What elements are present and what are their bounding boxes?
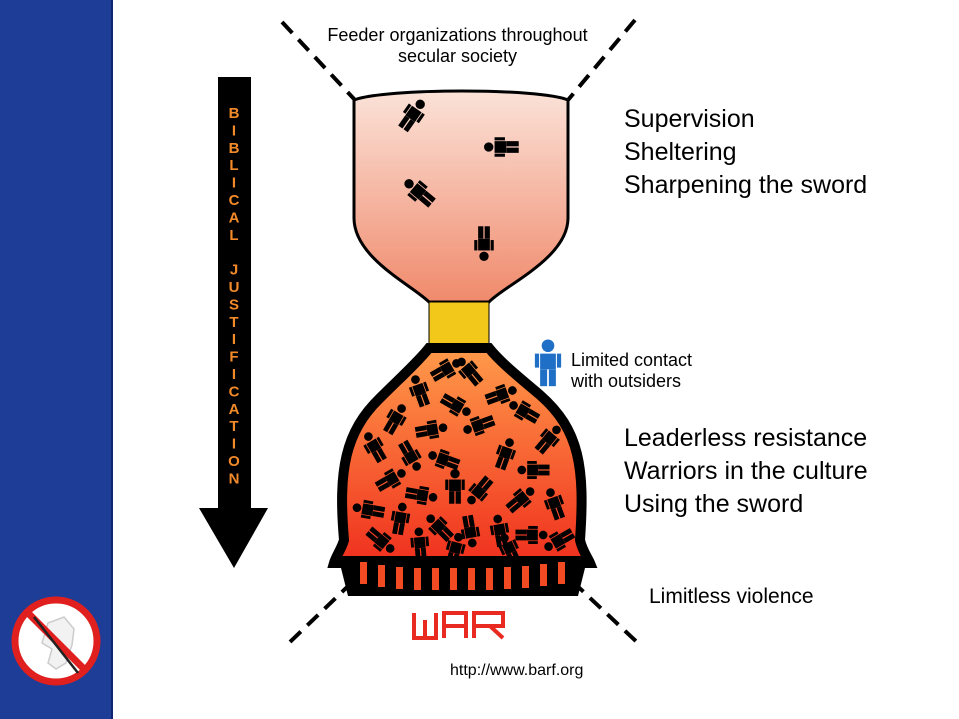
feeder-line-1: Feeder organizations throughout bbox=[327, 25, 588, 45]
spilling-edge bbox=[338, 556, 588, 596]
funnel-dashed-lines bbox=[280, 18, 642, 647]
bottom-list-item: Leaderless resistance bbox=[624, 424, 868, 452]
violence-label: Limitless violence bbox=[649, 585, 814, 608]
top-bulb-list: Supervision Sheltering Sharpening the sw… bbox=[624, 103, 867, 202]
top-list-item: Sheltering bbox=[624, 138, 737, 166]
top-list-item: Sharpening the sword bbox=[624, 171, 868, 199]
bottom-list-item: Warriors in the culture bbox=[624, 457, 868, 485]
contact-line-1: Limited contact bbox=[571, 350, 693, 370]
contact-label: Limited contact with outsiders bbox=[571, 350, 692, 392]
person-icon bbox=[534, 339, 562, 387]
bottom-bulb bbox=[327, 343, 598, 568]
top-bulb bbox=[352, 89, 570, 304]
contact-line-2: with outsiders bbox=[571, 371, 682, 391]
down-arrow-icon bbox=[199, 77, 268, 568]
bottom-bulb-list: Leaderless resistance Warriors in the cu… bbox=[624, 422, 868, 521]
top-list-item: Supervision bbox=[624, 105, 755, 133]
url-link[interactable]: http://www.barf.org bbox=[450, 662, 584, 679]
war-logo bbox=[412, 611, 505, 640]
prohibition-sign-icon bbox=[11, 596, 101, 686]
feeder-label: Feeder organizations throughout secular … bbox=[300, 25, 615, 67]
feeder-line-2: secular society bbox=[397, 46, 518, 66]
bottom-list-item: Using the sword bbox=[624, 490, 804, 518]
